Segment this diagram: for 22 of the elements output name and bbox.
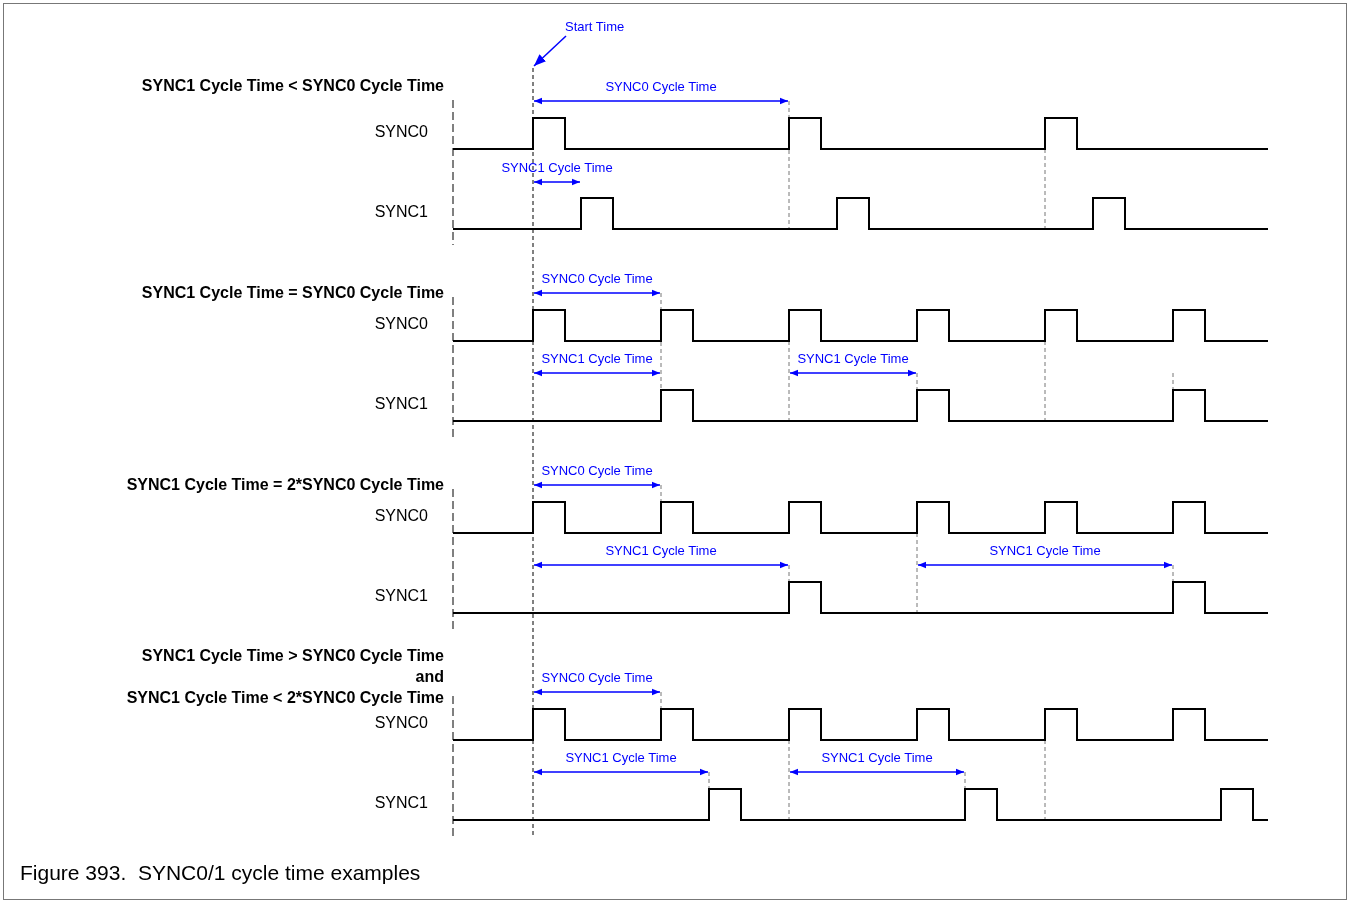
signal-name: SYNC0	[374, 123, 428, 142]
condition-heading: SYNC1 Cycle Time > SYNC0 Cycle Time and SYNC1 Cycle Time < 2*SYNC0 Cycle Time	[126, 646, 444, 708]
dimension-label: SYNC1 Cycle Time	[821, 751, 933, 766]
leader-arrow	[533, 35, 567, 67]
signal-name: SYNC1	[374, 395, 428, 414]
signal-name: SYNC1	[374, 203, 428, 222]
dimension-label: SYNC1 Cycle Time	[989, 544, 1101, 559]
condition-heading: SYNC1 Cycle Time < SYNC0 Cycle Time	[141, 77, 444, 96]
dimension-label: SYNC1 Cycle Time	[797, 352, 909, 367]
dimension-label: SYNC1 Cycle Time	[605, 544, 717, 559]
dimension-label: SYNC1 Cycle Time	[501, 161, 613, 176]
figure-caption: Figure 393. SYNC0/1 cycle time examples	[20, 861, 421, 886]
signal-name: SYNC1	[374, 587, 428, 606]
signal-name: SYNC0	[374, 507, 428, 526]
signal-name: SYNC0	[374, 714, 428, 733]
dimension-label: SYNC0 Cycle Time	[605, 80, 717, 95]
dimension-label: SYNC1 Cycle Time	[565, 751, 677, 766]
callout-label: Start Time	[565, 20, 625, 35]
signal-name: SYNC1	[374, 794, 428, 813]
condition-heading: SYNC1 Cycle Time = SYNC0 Cycle Time	[141, 284, 444, 303]
condition-heading: SYNC1 Cycle Time = 2*SYNC0 Cycle Time	[126, 476, 444, 495]
signal-name: SYNC0	[374, 315, 428, 334]
